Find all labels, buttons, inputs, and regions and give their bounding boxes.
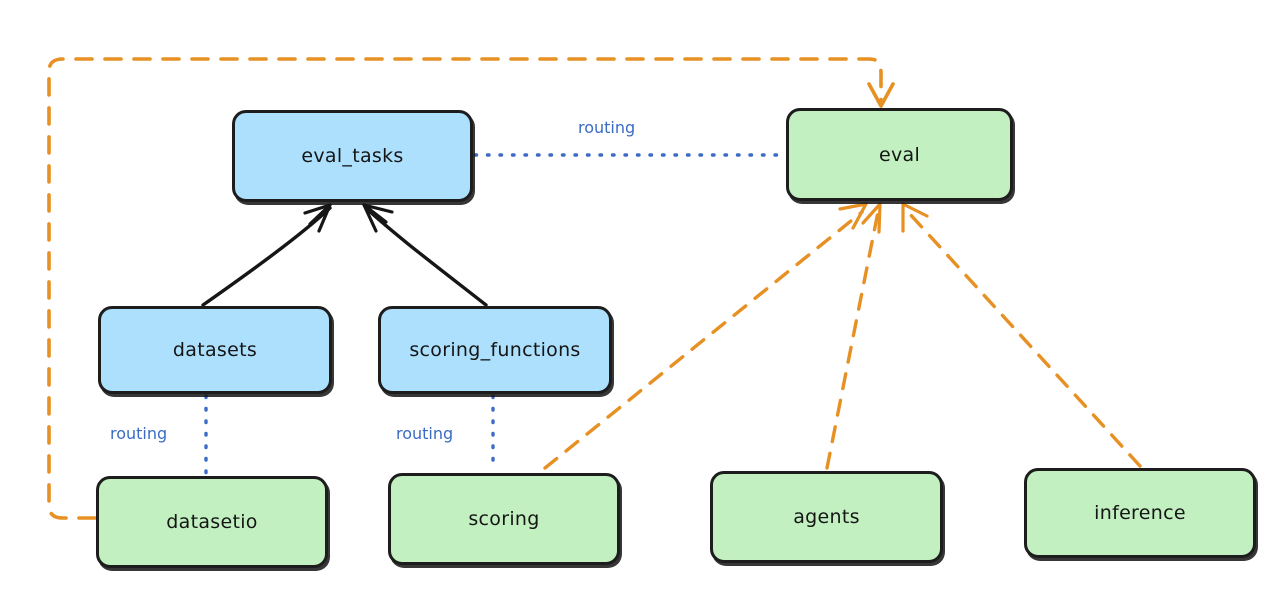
node-label: datasetio	[166, 511, 258, 533]
node-label: eval	[878, 143, 921, 166]
node-label: inference	[1094, 502, 1186, 524]
edge-inference-to-eval	[901, 202, 1142, 468]
node-inference[interactable]: inference	[1024, 468, 1256, 558]
edge-label-routing-scoring-functions: routing	[396, 424, 454, 443]
edge-scoring-to-eval	[543, 202, 868, 470]
node-scoring[interactable]: scoring	[388, 473, 620, 565]
node-eval-tasks[interactable]: eval_tasks	[232, 110, 473, 202]
node-agents[interactable]: agents	[710, 471, 943, 563]
edge-label-routing-eval-tasks: routing	[578, 118, 636, 137]
node-label: scoring_functions	[409, 339, 581, 361]
edge-label-routing-datasets: routing	[110, 424, 168, 443]
node-scoring-functions[interactable]: scoring_functions	[378, 306, 612, 394]
node-datasets[interactable]: datasets	[98, 306, 332, 394]
node-datasetio[interactable]: datasetio	[96, 476, 328, 568]
edge-scoring-functions-to-eval-tasks	[362, 203, 488, 307]
node-label: datasets	[172, 339, 258, 361]
node-label: eval_tasks	[301, 145, 404, 167]
edge-agents-to-eval	[825, 202, 882, 470]
node-eval[interactable]: eval	[786, 108, 1013, 201]
node-label: agents	[793, 506, 860, 528]
edge-datasets-to-eval-tasks	[201, 203, 332, 307]
node-label: scoring	[468, 508, 540, 530]
edge-datasetio-to-eval	[47, 57, 895, 520]
